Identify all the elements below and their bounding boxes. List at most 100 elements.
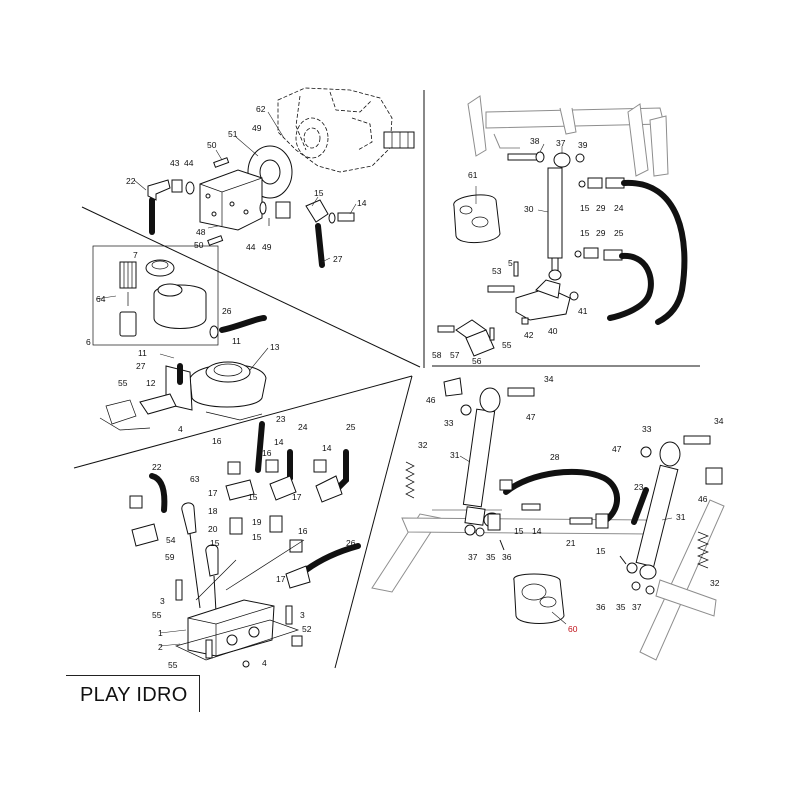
callout: 24 [614,203,624,213]
callout: 14 [322,443,332,453]
leader-lines [95,111,673,647]
callout: 50 [207,140,217,150]
callout: 32 [710,578,720,588]
callout: 3 [300,610,305,620]
callout: 32 [418,440,428,450]
reservoir-assembly [92,245,267,431]
callout: 15 [596,546,606,556]
callout: 4 [262,658,267,668]
callout: 5 [508,258,513,268]
callout: 29 [596,203,606,213]
panel-dividers [73,90,700,669]
callout: 49 [252,123,262,133]
callout: 16 [212,436,222,446]
callout: 54 [166,535,176,545]
callout: 37 [468,552,478,562]
callout: 18 [208,506,218,516]
callout: 55 [168,660,178,670]
callout: 14 [274,437,284,447]
callout: 3 [160,596,165,606]
pump-assembly [147,87,415,268]
callout: 20 [208,524,218,534]
callout: 64 [96,294,106,304]
callout: 15 [514,526,524,536]
callout: 50 [194,240,204,250]
callout: 25 [346,422,356,432]
callout: 13 [270,342,280,352]
callout: 17 [276,574,286,584]
callout: 37 [632,602,642,612]
callout: 56 [472,356,482,366]
callout: 22 [126,176,136,186]
callout: 11 [138,348,147,358]
callout: 15 [210,538,220,548]
callout: 15 [248,492,258,502]
callout: 28 [550,452,560,462]
callout: 15 [580,228,590,238]
callout: 22 [152,462,162,472]
callout: 47 [612,444,622,454]
callout: 4 [178,424,183,434]
callouts-top-right: 38 37 39 61 30 15 29 24 15 29 25 5 53 40… [432,136,624,366]
callout: 12 [146,378,156,388]
callout: 31 [676,512,686,522]
callout: 16 [298,526,308,536]
callout: 15 [252,532,262,542]
callout: 44 [246,242,256,252]
callout: 27 [333,254,343,264]
callout: 6 [86,337,91,347]
callout: 62 [256,104,266,114]
callout: 37 [556,138,566,148]
callout: 21 [566,538,576,548]
callout: 26 [222,306,232,316]
callouts-bottom-right: 34 46 33 47 32 31 28 33 34 47 46 23 37 3… [418,374,724,634]
callout: 63 [190,474,200,484]
callout: 55 [502,340,512,350]
callout: 36 [596,602,606,612]
callout: 55 [118,378,128,388]
callout: 34 [714,416,724,426]
callout: 53 [492,266,502,276]
callout: 26 [346,538,356,548]
callout: 38 [530,136,540,146]
callout: 58 [432,350,442,360]
callout: 7 [133,250,138,260]
callout: 14 [357,198,367,208]
callout: 19 [252,517,262,527]
callouts-top-left: 62 51 49 50 43 44 22 48 50 44 49 15 14 2… [126,104,367,264]
callouts-bottom-left: 23 24 25 16 14 16 22 14 17 15 17 18 19 6… [152,414,356,670]
callout: 34 [544,374,554,384]
valve-assembly [129,421,361,668]
callouts-middle-left: 7 64 6 26 11 11 27 13 55 12 4 [86,250,280,434]
callout: 27 [136,361,146,371]
callout: 46 [698,494,708,504]
callout: 24 [298,422,308,432]
callout: 49 [262,242,272,252]
callout: 41 [578,306,588,316]
callout: 51 [228,129,238,139]
callout: 52 [302,624,312,634]
callout: 25 [614,228,624,238]
callout: 59 [165,552,175,562]
callout-highlight: 60 [568,624,578,634]
callout: 40 [548,326,558,336]
callout: 14 [532,526,542,536]
callout: 15 [580,203,590,213]
callout: 35 [486,552,496,562]
callout: 29 [596,228,606,238]
callout: 15 [314,188,324,198]
callout: 57 [450,350,460,360]
callout: 55 [152,610,162,620]
diagram-title: PLAY IDRO [80,684,188,706]
callout: 1 [158,628,163,638]
rear-cylinder-assembly [371,377,725,661]
callout: 46 [426,395,436,405]
callout: 16 [262,448,272,458]
callout: 17 [292,492,302,502]
callout: 31 [450,450,460,460]
callout: 23 [276,414,286,424]
callout: 44 [184,158,194,168]
callout: 2 [158,642,163,652]
callout: 33 [444,418,454,428]
